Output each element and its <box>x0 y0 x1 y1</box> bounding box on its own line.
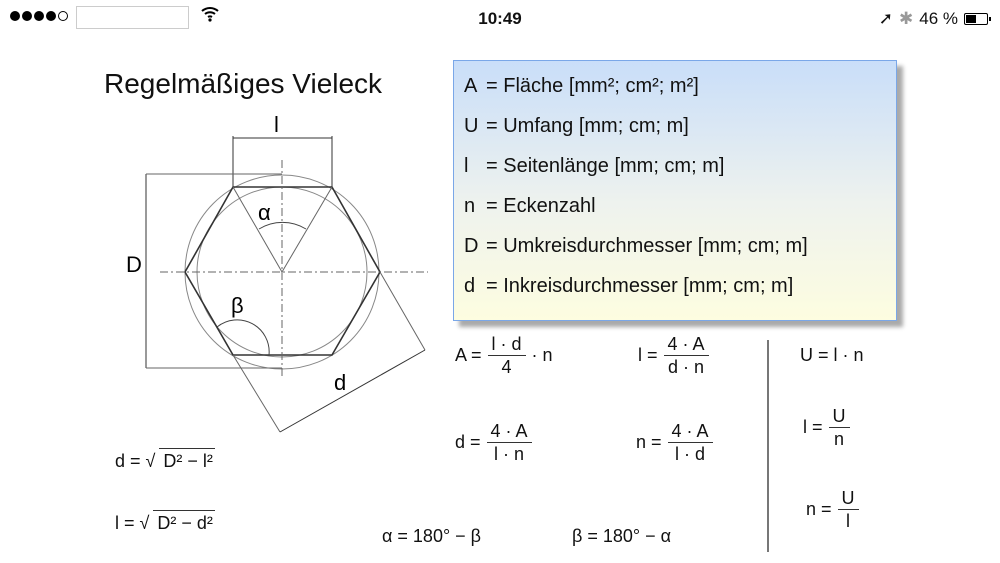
battery-percent: 46 % <box>919 9 958 28</box>
label-l: l <box>274 112 279 137</box>
clock: 10:49 <box>478 9 522 28</box>
legend-item: l= Seitenlänge [mm; cm; m] <box>464 155 725 177</box>
legend-box: A= Fläche [mm²; cm²; m²] U= Umfang [mm; … <box>453 60 897 321</box>
legend-item: U= Umfang [mm; cm; m] <box>464 115 689 137</box>
formula-l-sqrt: l = √D² − d² <box>115 509 215 534</box>
wifi-icon <box>200 5 220 28</box>
carrier-field <box>76 6 189 29</box>
label-alpha: α <box>258 200 271 225</box>
status-bar: 10:49 ➚ ✱ 46 % <box>0 0 1000 38</box>
signal-strength-icon <box>10 11 68 21</box>
legend-item: D= Umkreisdurchmesser [mm; cm; m] <box>464 235 808 257</box>
battery-icon <box>964 13 991 25</box>
formula-d-sqrt: d = √D² − l² <box>115 447 215 472</box>
page-title: Regelmäßiges Vieleck <box>104 68 383 99</box>
legend-item: d= Inkreisdurchmesser [mm; cm; m] <box>464 275 794 297</box>
hexagon-diagram: l D d α β <box>126 112 428 433</box>
label-d: d <box>334 370 346 395</box>
location-icon: ➚ <box>878 9 893 28</box>
bluetooth-icon: ✱ <box>899 9 914 28</box>
label-D: D <box>126 252 142 277</box>
divider <box>767 340 769 552</box>
legend-item: A= Fläche [mm²; cm²; m²] <box>464 75 699 97</box>
formula-perimeter: U = l · n <box>800 345 864 365</box>
formula-alpha: α = 180° − β <box>382 526 482 546</box>
legend-item: n= Eckenzahl <box>464 195 596 217</box>
label-beta: β <box>231 293 244 318</box>
formula-beta: β = 180° − α <box>572 526 672 546</box>
